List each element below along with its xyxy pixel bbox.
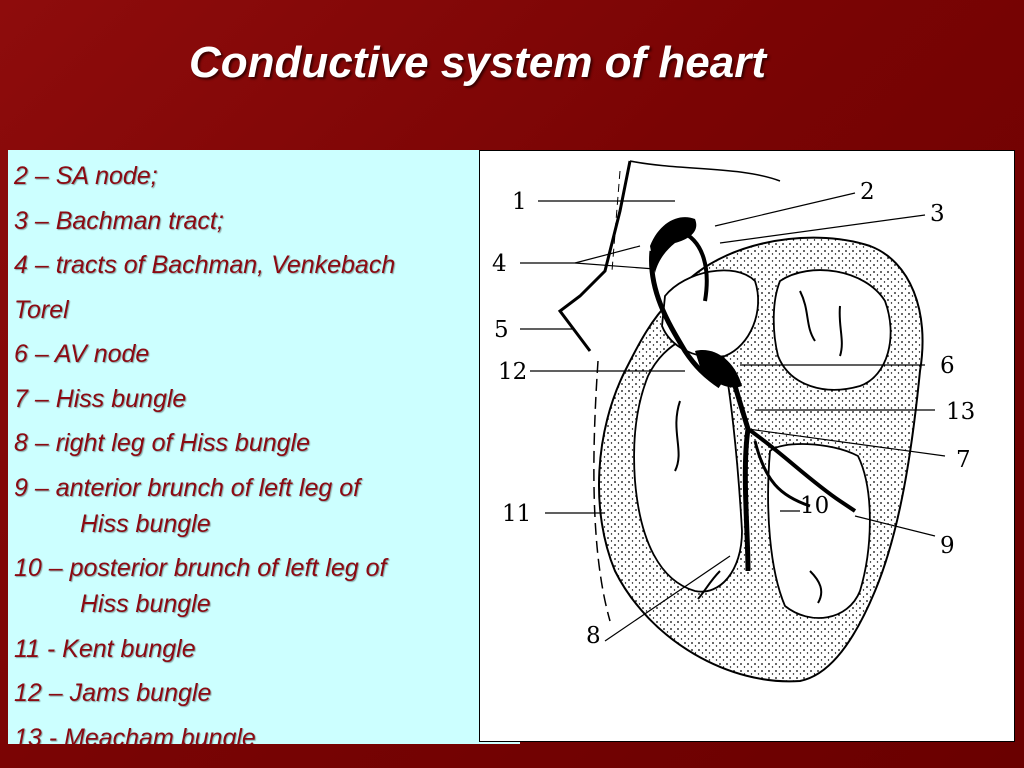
diagram-label-5: 5: [494, 317, 509, 343]
legend-item-torel: Torel: [14, 295, 69, 324]
diagram-label-2: 2: [860, 179, 875, 205]
legend-item-hiss-bungle: 7 – Hiss bungle: [14, 384, 187, 413]
diagram-label-8: 8: [586, 623, 601, 649]
leader-4a: [574, 245, 641, 264]
av-node: [695, 350, 742, 388]
left-atrium: [772, 269, 892, 391]
leader-2: [714, 192, 856, 227]
atrial-dashed-line: [611, 170, 621, 272]
vessel-top-contour: [629, 160, 781, 182]
diagram-label-7: 7: [956, 447, 971, 473]
diagram-label-9: 9: [940, 533, 955, 559]
diagram-label-3: 3: [930, 201, 945, 227]
purkinje-fibers: [674, 290, 843, 604]
bachman-tract: [679, 229, 709, 302]
leader-3: [719, 214, 926, 244]
legend-item-meacham-bungle: 13 - Meacham bungle: [14, 723, 256, 745]
sa-node: [650, 217, 697, 273]
diagram-label-13: 13: [946, 399, 975, 425]
legend-list: 2 – SA node; 3 – Bachman tract; 4 – trac…: [8, 150, 520, 744]
diagram-label-4: 4: [492, 251, 507, 277]
leader-7: [747, 428, 946, 457]
diagram-label-11: 11: [502, 501, 531, 527]
hiss-bundle: [732, 385, 751, 430]
diagram-label-12: 12: [498, 359, 527, 385]
right-bundle-branch: [742, 428, 751, 572]
left-bundle-anterior: [746, 427, 857, 513]
heart-diagram: 1 2 3 4 5 12 6 13 7 11 10 9 8: [492, 160, 975, 683]
leader-lines: [520, 192, 946, 642]
diagram-label-6: 6: [940, 353, 955, 379]
left-ventricle: [767, 443, 871, 619]
slide-title: Conductive system of heart: [188, 38, 767, 87]
vena-cava: [557, 160, 632, 352]
heart-diagram-panel: 1 2 3 4 5 12 6 13 7 11 10 9 8: [479, 150, 1015, 742]
legend-item-jams-bungle: 12 – Jams bungle: [14, 679, 212, 707]
legend-item-bachman-tract: 3 – Bachman tract;: [14, 206, 224, 235]
kent-bundle-line: [593, 360, 611, 622]
legend-panel: 2 – SA node; 3 – Bachman tract; 4 – trac…: [8, 150, 520, 744]
legend-item-right-leg: 8 – right leg of Hiss bungle: [14, 429, 311, 457]
leader-4b: [574, 262, 656, 270]
left-bundle-posterior: [753, 440, 811, 508]
legend-item-sa-node: 2 – SA node;: [14, 162, 158, 190]
diagram-label-10: 10: [800, 493, 829, 519]
legend-item-internodal-tracts: 4 – tracts of Bachman, Venkebach: [14, 251, 396, 279]
diagram-label-1: 1: [512, 189, 527, 215]
legend-item-kent-bungle: 11 - Kent bungle: [14, 634, 196, 663]
leader-9: [854, 515, 936, 537]
legend-item-av-node: 6 – AV node: [14, 340, 150, 368]
leader-8: [604, 555, 731, 642]
